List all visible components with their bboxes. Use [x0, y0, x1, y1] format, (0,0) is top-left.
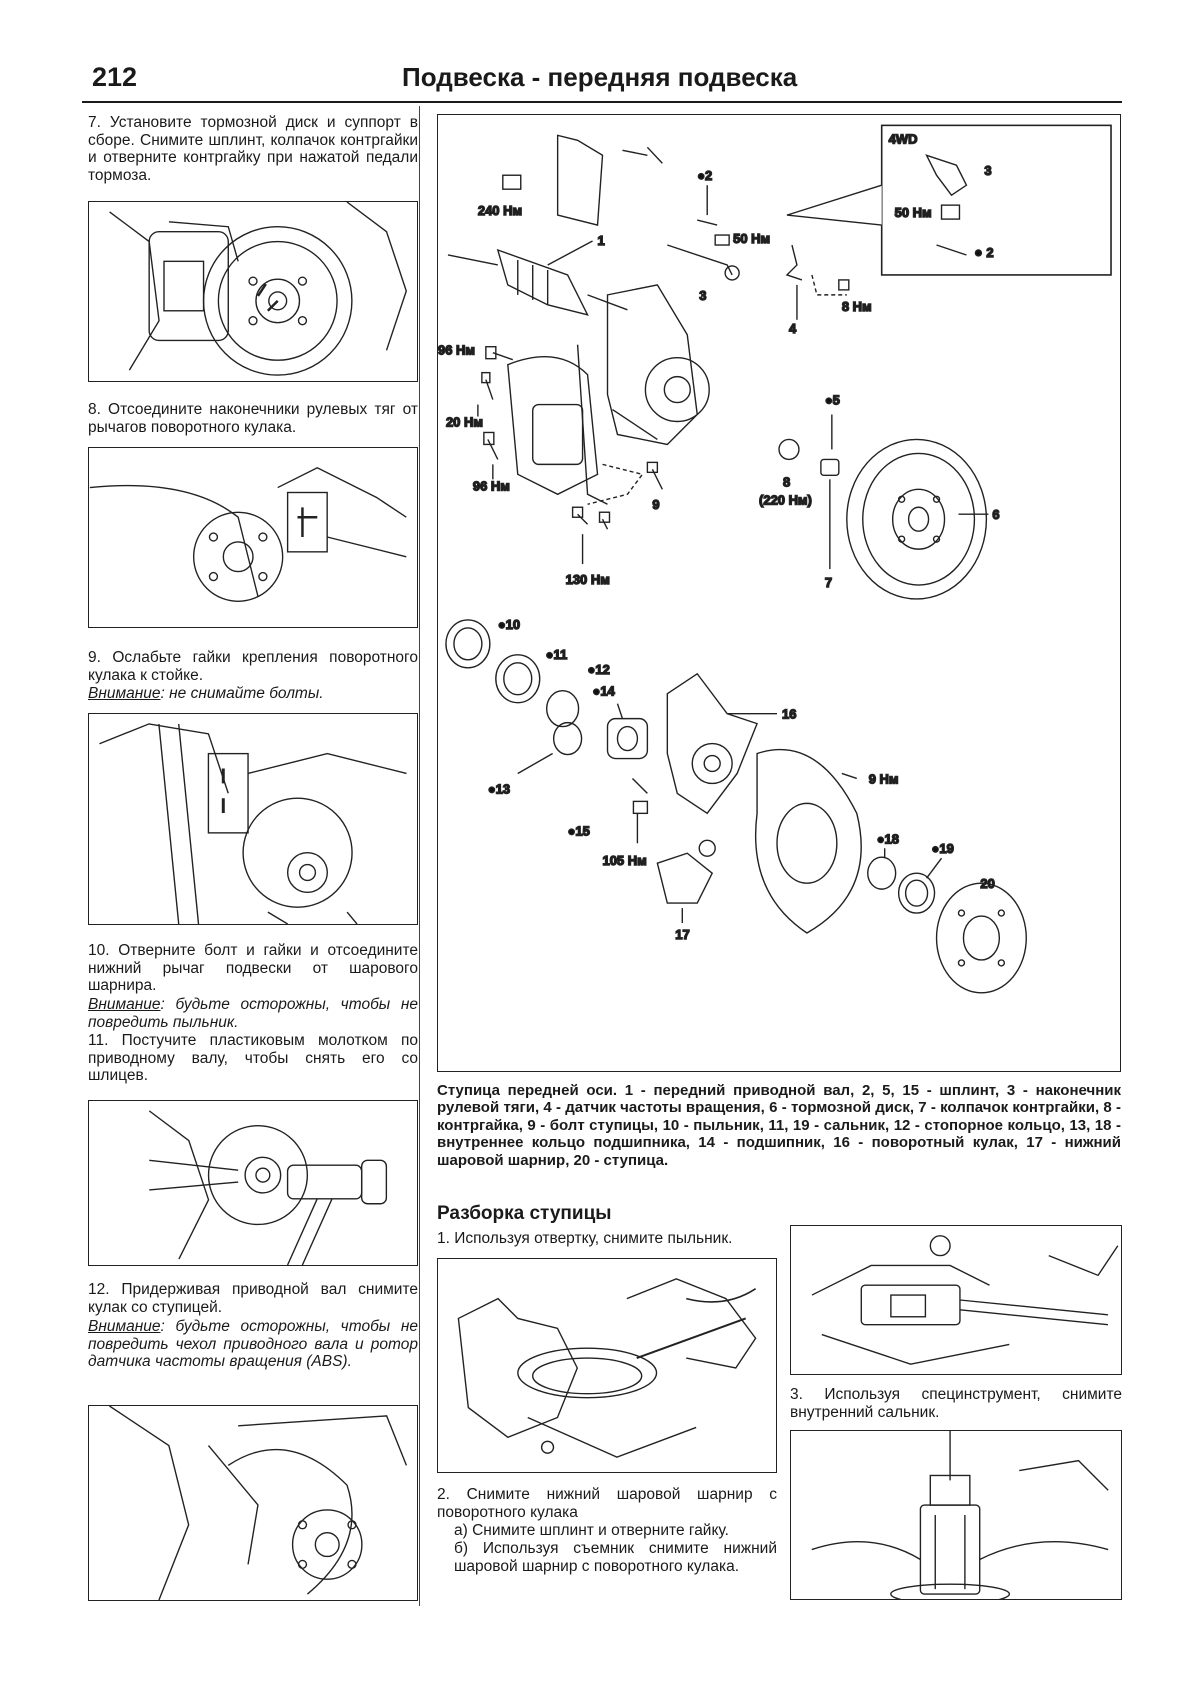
hub-step-2-text: 2. Снимите нижний шаровой шарнир с повор…	[437, 1486, 777, 1521]
header-rule	[82, 101, 1122, 103]
label-2-top: ●2	[697, 168, 712, 183]
figure-hammer	[88, 1100, 418, 1266]
label-9: 9	[652, 497, 659, 512]
label-8: 8	[783, 474, 790, 489]
figure-dust-seal-removal	[437, 1258, 777, 1473]
hub-step-1-text: 1. Используя отвертку, снимите пыльник.	[437, 1230, 733, 1247]
label-50nm-top: 50 Нм	[733, 231, 770, 246]
label-10: ●10	[498, 617, 520, 632]
hub-step-2b-text: б) Используя съемник снимите нижний шаро…	[454, 1540, 777, 1575]
label-20nm: 20 Нм	[446, 414, 483, 429]
label-3-top: 3	[699, 288, 706, 303]
inset-4wd-label: 4WD	[889, 131, 918, 146]
figure-front-hub-exploded: 4WD 3 50 Нм 2 240 Нм 1 ●2 50 Нм 3 4	[437, 114, 1121, 1072]
label-50nm-inset: 50 Нм	[895, 205, 932, 220]
label-16: 16	[782, 707, 796, 722]
label-1: 1	[598, 233, 605, 248]
section-heading: Разборка ступицы	[437, 1203, 612, 1224]
hub-step-2a-text: а) Снимите шплинт и отверните гайку.	[454, 1522, 729, 1539]
step-9-note-text: : не снимайте болты.	[160, 685, 324, 702]
page-number: 212	[92, 62, 138, 92]
label-9nm: 9 Нм	[869, 771, 899, 786]
label-15: ●15	[568, 823, 590, 838]
figure-ball-joint-puller	[790, 1225, 1122, 1375]
step-10-note: Внимание: будьте осторожны, чтобы не пов…	[88, 996, 418, 1031]
step-11-text: 11. Постучите пластиковым молотком по пр…	[88, 1032, 418, 1085]
step-10-note-label: Внимание	[88, 996, 161, 1013]
figure-brake-disc	[88, 201, 418, 382]
step-9-note-label: Внимание	[88, 685, 161, 702]
diagram-caption: Ступица передней оси. 1 - передний приво…	[437, 1082, 1121, 1169]
label-12: ●12	[588, 662, 610, 677]
step-12-note-text: : будьте осторожны, чтобы не повредить ч…	[88, 1318, 418, 1371]
label-6: 6	[992, 507, 999, 522]
step-9-text: 9. Ослабьте гайки крепления поворотного …	[88, 649, 418, 684]
label-96nm-top: 96 Нм	[438, 343, 475, 358]
figure-inner-seal-removal	[790, 1430, 1122, 1600]
label-20-hub: 20	[980, 876, 994, 891]
label-17: 17	[675, 927, 689, 942]
step-9-note: Внимание: не снимайте болты.	[88, 685, 418, 703]
label-8nm: 8 Нм	[842, 299, 872, 314]
step-7-text: 7. Установите тормозной диск и суппорт в…	[88, 114, 418, 184]
label-3-inset: 3	[984, 163, 991, 178]
label-240nm: 240 Нм	[478, 203, 522, 218]
label-96nm-bottom: 96 Нм	[473, 478, 510, 493]
label-220nm: (220 Нм)	[759, 492, 812, 507]
label-13: ●13	[488, 781, 510, 796]
label-7: 7	[825, 575, 832, 590]
page-title: Подвеска - передняя подвеска	[402, 62, 798, 92]
label-105nm: 105 Нм	[603, 853, 647, 868]
figure-tie-rod	[88, 447, 418, 628]
label-5: ●5	[825, 393, 840, 408]
figure-knuckle-removal	[88, 1405, 418, 1601]
figure-knuckle-nuts	[88, 713, 418, 925]
label-18: ●18	[877, 831, 899, 846]
hub-step-3-text: 3. Используя специнструмент, снимите вну…	[790, 1386, 1122, 1421]
label-2-inset: 2	[986, 245, 993, 260]
label-14: ●14	[593, 684, 616, 699]
step-10-text: 10. Отверните болт и гайки и отсоедините…	[88, 942, 418, 995]
label-4: 4	[789, 321, 797, 336]
step-12-note-label: Внимание	[88, 1318, 161, 1335]
label-11: ●11	[546, 647, 568, 662]
step-8-text: 8. Отсоедините наконечники рулевых тяг о…	[88, 401, 418, 436]
step-12-note: Внимание: будьте осторожны, чтобы не пов…	[88, 1318, 418, 1371]
label-130nm: 130 Нм	[566, 572, 610, 587]
step-10-note-text: : будьте осторожны, чтобы не повредить п…	[88, 996, 418, 1031]
label-19: ●19	[932, 841, 954, 856]
column-divider	[419, 106, 420, 1606]
step-12-text: 12. Придерживая приводной вал снимите ку…	[88, 1281, 418, 1316]
